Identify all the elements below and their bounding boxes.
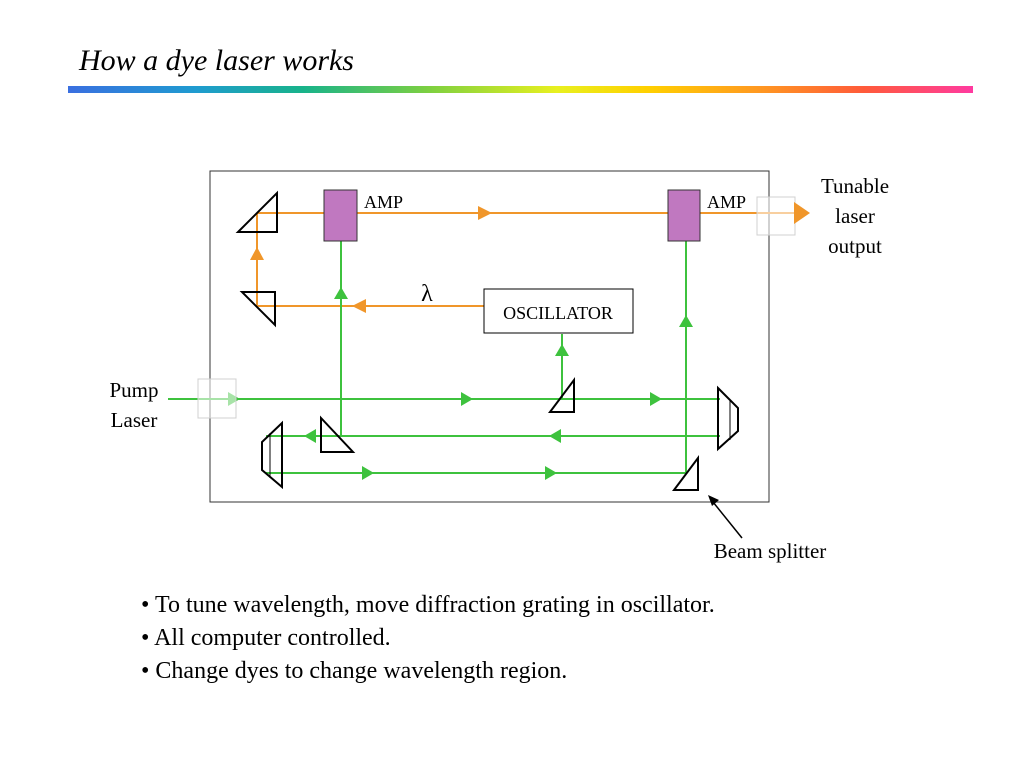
amp-label-2: AMP bbox=[707, 192, 746, 212]
pump-beam-path bbox=[168, 241, 720, 474]
pump-input-window bbox=[197, 378, 237, 419]
pump-beam-arrow bbox=[679, 315, 693, 327]
slide-title: How a dye laser works bbox=[79, 44, 354, 77]
pump-label-line-1: Pump bbox=[109, 378, 158, 402]
pump-beam-arrow bbox=[545, 466, 557, 480]
oscillator-label: OSCILLATOR bbox=[503, 303, 613, 323]
amp-label-1: AMP bbox=[364, 192, 403, 212]
amplifier-cell-1 bbox=[323, 189, 358, 242]
dye-beam-arrow bbox=[352, 299, 366, 313]
beam-splitter-prism bbox=[672, 455, 699, 491]
pump-beam-arrow bbox=[549, 429, 561, 443]
beam-splitter-label: Beam splitter bbox=[714, 539, 827, 563]
output-arrow bbox=[794, 202, 810, 224]
beam-splitter-pointer bbox=[712, 501, 743, 539]
output-label-line-2: laser bbox=[835, 204, 875, 228]
bullet-item: • To tune wavelength, move diffraction g… bbox=[141, 592, 715, 618]
beam-splitter-pointer-head bbox=[708, 495, 719, 506]
output-label-line-1: Tunable bbox=[821, 174, 889, 198]
pump-beam-arrow bbox=[304, 429, 316, 443]
beam-splitter-prism bbox=[320, 415, 356, 453]
pump-beam-arrow bbox=[650, 392, 662, 406]
output-label-line-3: output bbox=[828, 234, 882, 258]
turning-prism bbox=[235, 190, 278, 233]
bullet-item: • Change dyes to change wavelength regio… bbox=[141, 658, 568, 684]
amplifier-cell-2 bbox=[667, 189, 701, 242]
pump-beam-arrow bbox=[555, 344, 569, 356]
pickoff-prism bbox=[548, 377, 575, 413]
pump-beam-arrow bbox=[362, 466, 374, 480]
laser-housing bbox=[209, 170, 770, 503]
output-window bbox=[756, 196, 796, 236]
rainbow-divider bbox=[68, 86, 973, 93]
dye-beam-arrow bbox=[250, 247, 264, 260]
lambda-label: λ bbox=[421, 281, 433, 307]
turning-prism bbox=[239, 291, 276, 328]
retro-prism-right bbox=[717, 385, 739, 452]
bullet-item: • All computer controlled. bbox=[141, 625, 391, 651]
dye-beam-arrow bbox=[478, 206, 492, 220]
oscillator-box bbox=[483, 288, 634, 334]
pump-beam-arrow bbox=[334, 287, 348, 299]
pump-label-line-2: Laser bbox=[111, 408, 158, 432]
bullet-list: • To tune wavelength, move diffraction g… bbox=[141, 589, 715, 688]
retro-prism-left bbox=[261, 420, 283, 490]
dye-beam-arrows bbox=[250, 206, 492, 313]
pump-beam-arrow bbox=[461, 392, 473, 406]
